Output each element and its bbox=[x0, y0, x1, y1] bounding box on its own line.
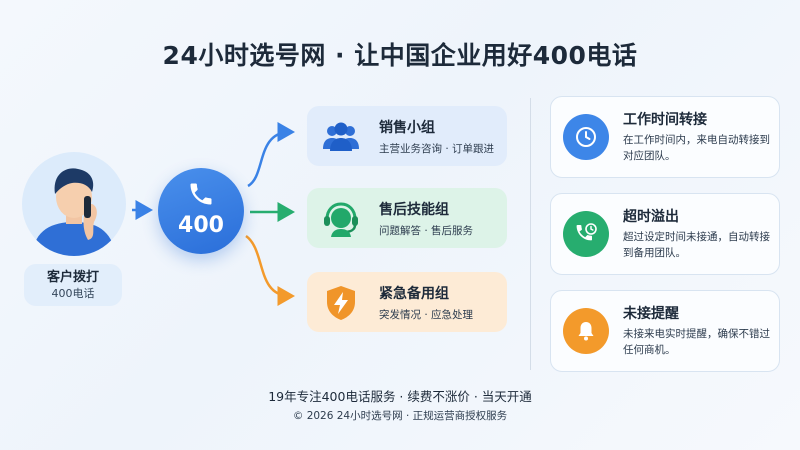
group-title-sales: 销售小组 bbox=[379, 120, 435, 136]
page-title: 24小时选号网 · 让中国企业用好400电话 bbox=[162, 41, 638, 70]
group-subtitle-aftersales: 问题解答 · 售后服务 bbox=[379, 225, 474, 237]
group-card-urgent: 紧急备用组 突发情况 · 应急处理 bbox=[307, 272, 507, 332]
feature-card-worktime-transfer: 工作时间转接 在工作时间内，来电自动转接到对应团队。 bbox=[550, 96, 780, 178]
hotline-400-label: 400 bbox=[178, 213, 224, 238]
customer-label: 客户拨打 400电话 bbox=[24, 264, 122, 306]
feature-desc-worktime: 在工作时间内，来电自动转接到对应团队。 bbox=[623, 134, 770, 162]
feature-card-timeout-overflow: 超时溢出 超过设定时间未接通，自动转接到备用团队。 bbox=[550, 193, 780, 275]
hotline-400-node: 400 bbox=[158, 168, 244, 254]
group-subtitle-urgent: 突发情况 · 应急处理 bbox=[379, 309, 474, 321]
lightning-shield-icon bbox=[327, 286, 355, 320]
footer-slogan: 19年专注400电话服务 · 续费不涨价 · 当天开通 bbox=[268, 389, 532, 404]
group-title-urgent: 紧急备用组 bbox=[379, 286, 449, 302]
group-card-aftersales: 售后技能组 问题解答 · 售后服务 bbox=[307, 188, 507, 248]
feature-title-overflow: 超时溢出 bbox=[623, 209, 679, 225]
customer-label-subtitle: 400电话 bbox=[51, 287, 95, 300]
feature-title-worktime: 工作时间转接 bbox=[623, 112, 707, 128]
users-icon bbox=[323, 122, 359, 151]
bell-icon bbox=[578, 322, 594, 341]
customer-avatar bbox=[22, 152, 126, 256]
headset-icon bbox=[324, 202, 358, 237]
caller-person-icon bbox=[32, 168, 116, 256]
section-divider bbox=[530, 98, 531, 370]
feature-card-missed-call-alert: 未接提醒 未接来电实时提醒，确保不错过任何商机。 bbox=[550, 290, 780, 372]
phone-icon bbox=[190, 183, 212, 205]
feature-desc-missed: 未接来电实时提醒，确保不错过任何商机。 bbox=[623, 328, 770, 356]
feature-icon-bg-missed bbox=[563, 308, 609, 354]
arrow-hub-to-urgent bbox=[245, 234, 295, 306]
customer-label-title: 客户拨打 bbox=[46, 270, 99, 285]
clock-icon bbox=[576, 127, 596, 147]
phone-timer-icon bbox=[576, 223, 597, 241]
feature-icon-bg-worktime bbox=[563, 114, 609, 160]
footer-copyright: © 2026 24小时选号网 · 正规运营商授权服务 bbox=[292, 410, 508, 422]
group-subtitle-sales: 主营业务咨询 · 订单跟进 bbox=[379, 143, 495, 155]
group-card-sales: 销售小组 主营业务咨询 · 订单跟进 bbox=[307, 106, 507, 166]
feature-title-missed: 未接提醒 bbox=[623, 306, 679, 322]
feature-icon-bg-overflow bbox=[563, 211, 609, 257]
feature-desc-overflow: 超过设定时间未接通，自动转接到备用团队。 bbox=[623, 231, 770, 259]
arrow-hub-to-sales bbox=[247, 122, 295, 188]
group-title-aftersales: 售后技能组 bbox=[379, 202, 449, 218]
